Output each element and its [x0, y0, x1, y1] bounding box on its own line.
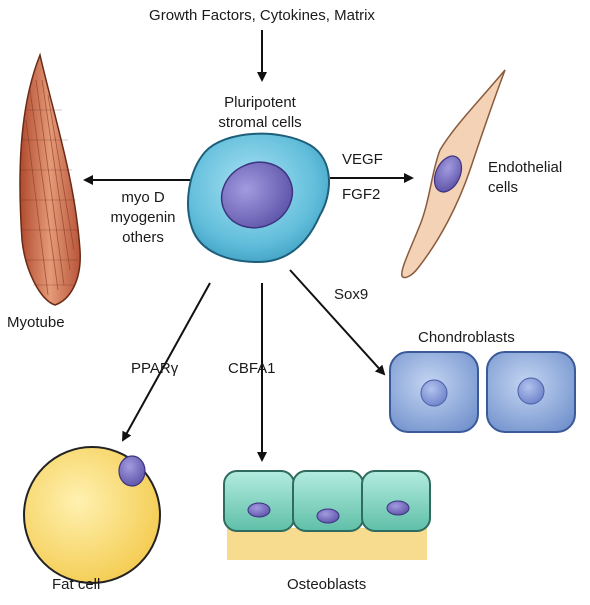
muscle-factor-1: myo D — [121, 189, 165, 206]
muscle-factor-3: others — [122, 229, 164, 246]
arrow-to-chondroblasts — [289, 269, 386, 376]
stem-cell-label-line2: stromal cells — [218, 114, 302, 131]
stem-cell — [187, 132, 330, 264]
endothelial-nucleus — [433, 155, 463, 193]
myotube-label: Myotube — [7, 314, 65, 331]
muscle-factors-label: myo D myogenin others — [98, 188, 188, 248]
input-signals-label: Growth Factors, Cytokines, Matrix — [149, 7, 375, 24]
stem-nucleus — [220, 161, 294, 229]
muscle-factor-2: myogenin — [110, 209, 176, 226]
stem-cell-label: Pluripotent stromal cells — [195, 93, 325, 133]
fat-cell — [23, 446, 161, 584]
stem-cell-label-line1: Pluripotent — [224, 94, 296, 111]
fat-cell-nucleus — [118, 455, 146, 487]
fat-cell-label: Fat cell — [52, 576, 101, 593]
chondro-factor-label: Sox9 — [334, 286, 369, 303]
endothelial-label: Endothelial cells — [488, 158, 562, 198]
endothelial-factor-1: VEGF — [342, 151, 383, 168]
endothelial-cell — [401, 69, 506, 279]
osteoblasts — [223, 470, 431, 560]
arrow-to-fat-cell — [122, 282, 211, 442]
endothelial-label-line2: cells — [488, 179, 519, 196]
osteoblasts-label: Osteoblasts — [287, 576, 367, 593]
endothelial-factor-2: FGF2 — [342, 186, 381, 203]
chondroblasts-label: Chondroblasts — [418, 329, 515, 346]
osteo-matrix — [227, 528, 427, 560]
fat-factor-label: PPARγ — [131, 360, 179, 377]
osteo-factor-label: CBFA1 — [228, 360, 276, 377]
endothelial-label-line1: Endothelial — [488, 159, 563, 176]
chondroblasts — [389, 351, 576, 433]
myotube — [19, 52, 81, 306]
osteoblast-cell-1 — [223, 470, 295, 532]
